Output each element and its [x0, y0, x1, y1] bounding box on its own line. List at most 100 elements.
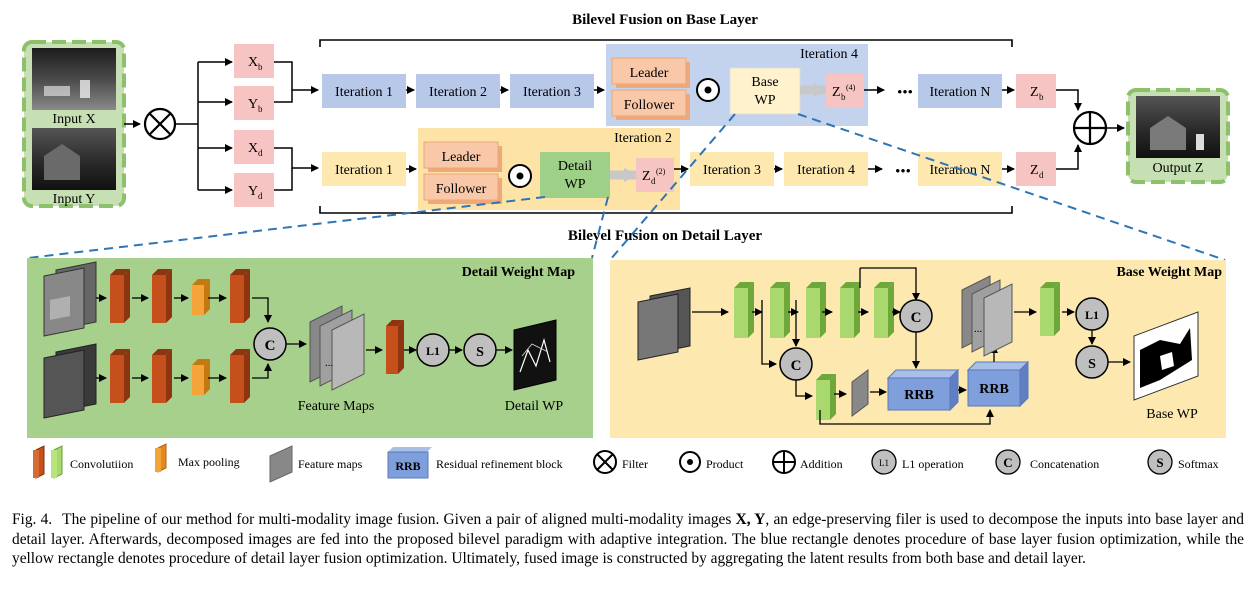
base-zoom-line-left — [609, 113, 736, 261]
svg-text:...: ... — [974, 323, 983, 335]
base-feature-maps: ... — [961, 275, 1013, 357]
svg-text:Iteration 2: Iteration 2 — [429, 85, 487, 100]
detail-dots: ••• — [895, 164, 911, 180]
svg-text:WP: WP — [755, 93, 776, 108]
legend-filter: Filter — [622, 457, 648, 471]
xd-box: X d — [234, 130, 274, 164]
svg-text:d: d — [651, 176, 656, 186]
base-iteration-1 — [322, 74, 406, 108]
detail-input-stack-2 — [43, 343, 97, 419]
detail-zoom-line-left — [27, 196, 546, 259]
base-iteration-2 — [416, 74, 500, 108]
legend-product: Product — [706, 457, 744, 471]
svg-text:Iteration 1: Iteration 1 — [335, 163, 393, 178]
detail-concat-node: C — [253, 327, 287, 361]
svg-text:C: C — [1003, 455, 1012, 470]
legend-feature-maps: Feature maps — [298, 457, 363, 471]
legend-concat-icon: C — [995, 449, 1021, 475]
svg-text:Y: Y — [248, 97, 258, 112]
svg-text:Iteration N: Iteration N — [929, 85, 990, 100]
base-follower-box — [611, 89, 687, 117]
detail-wp-image — [513, 319, 557, 391]
detail-iteration-4 — [784, 152, 868, 186]
svg-text:S: S — [476, 345, 484, 360]
detail-conv-layers — [110, 269, 404, 403]
svg-text:Iteration N: Iteration N — [929, 163, 990, 178]
conv-block — [386, 320, 404, 374]
svg-text:d: d — [258, 191, 263, 201]
conv-block — [770, 282, 790, 338]
svg-text:S: S — [1088, 357, 1096, 372]
yb-box: Y b — [234, 86, 274, 120]
maxpool-block — [192, 359, 210, 395]
svg-text:X: X — [248, 55, 258, 70]
svg-text:Y: Y — [248, 184, 258, 199]
svg-text:L1: L1 — [426, 344, 440, 358]
svg-text:Z: Z — [1030, 85, 1039, 100]
svg-text:S: S — [1156, 455, 1163, 470]
legend-convolution-icon — [33, 445, 63, 479]
detail-feature-maps: ... — [309, 305, 365, 391]
detail-l1-node: L1 — [416, 333, 450, 367]
svg-text:C: C — [265, 338, 276, 354]
svg-text:Iteration 4: Iteration 4 — [797, 163, 855, 178]
base-rrb-2: RRB — [966, 360, 1030, 408]
base-zb4-box — [826, 74, 864, 108]
filter-icon — [143, 107, 177, 141]
base-l1-node: L1 — [1075, 297, 1109, 331]
base-layer-bracket — [319, 39, 1013, 47]
conv-block — [152, 349, 172, 403]
base-rrb-1: RRB — [886, 368, 960, 412]
svg-text:Iteration 3: Iteration 3 — [523, 85, 581, 100]
conv-block — [110, 349, 130, 403]
xb-box: X b — [234, 44, 274, 78]
svg-text:b: b — [258, 104, 263, 114]
svg-text:Detail: Detail — [558, 159, 592, 174]
svg-text:Follower: Follower — [624, 98, 675, 113]
base-zoom-line-right — [797, 113, 1226, 261]
conv-block — [230, 269, 250, 323]
legend-maxpool: Max pooling — [178, 455, 240, 469]
detail-feature-maps-label: Feature Maps — [298, 399, 375, 414]
addition-icon — [1072, 110, 1108, 146]
svg-text:C: C — [791, 358, 802, 374]
conv-block — [816, 374, 836, 420]
svg-text:L1: L1 — [879, 458, 889, 468]
base-layer-title: Bilevel Fusion on Base Layer — [572, 12, 758, 28]
svg-text:RRB: RRB — [395, 459, 420, 473]
conv-block — [1040, 282, 1060, 336]
detail-product-icon — [508, 164, 532, 188]
conv-block — [874, 282, 894, 338]
svg-text:d: d — [258, 148, 263, 158]
zd-box — [1016, 152, 1056, 186]
conv-block — [734, 282, 754, 338]
svg-text:Z: Z — [642, 169, 651, 184]
svg-text:...: ... — [325, 357, 334, 369]
detail-wp-box — [540, 152, 610, 198]
yd-box: Y d — [234, 173, 274, 207]
svg-text:d: d — [1039, 170, 1044, 180]
svg-text:C: C — [911, 310, 922, 326]
svg-text:b: b — [1039, 92, 1044, 102]
detail-panel-title: Detail Weight Map — [462, 265, 576, 280]
input-y-label: Input Y — [53, 192, 96, 207]
legend-addition: Addition — [800, 457, 843, 471]
base-concat-node-1: C — [779, 347, 813, 381]
conv-block — [230, 349, 250, 403]
base-group-label: Iteration 4 — [800, 47, 858, 62]
caption-bold: X, Y — [735, 511, 766, 528]
svg-text:Iteration 1: Iteration 1 — [335, 85, 393, 100]
pipeline-figure: Bilevel Fusion on Base Layer Bilevel Fus… — [22, 12, 1230, 483]
caption-text-1: The pipeline of our method for multi-mod… — [62, 511, 736, 528]
legend-concat: Concatenation — [1030, 457, 1099, 471]
legend-l1: L1 operation — [902, 457, 964, 471]
legend-rrb-icon: RRB — [387, 447, 432, 479]
output-label: Output Z — [1153, 161, 1204, 176]
detail-zoom-line-right — [591, 196, 609, 259]
detail-group-label: Iteration 2 — [614, 131, 672, 146]
svg-text:Z: Z — [832, 85, 841, 100]
base-wp-box — [729, 67, 801, 115]
detail-iteration-3 — [690, 152, 774, 186]
svg-text:Z: Z — [1030, 163, 1039, 178]
detail-zd2-box — [636, 158, 674, 192]
